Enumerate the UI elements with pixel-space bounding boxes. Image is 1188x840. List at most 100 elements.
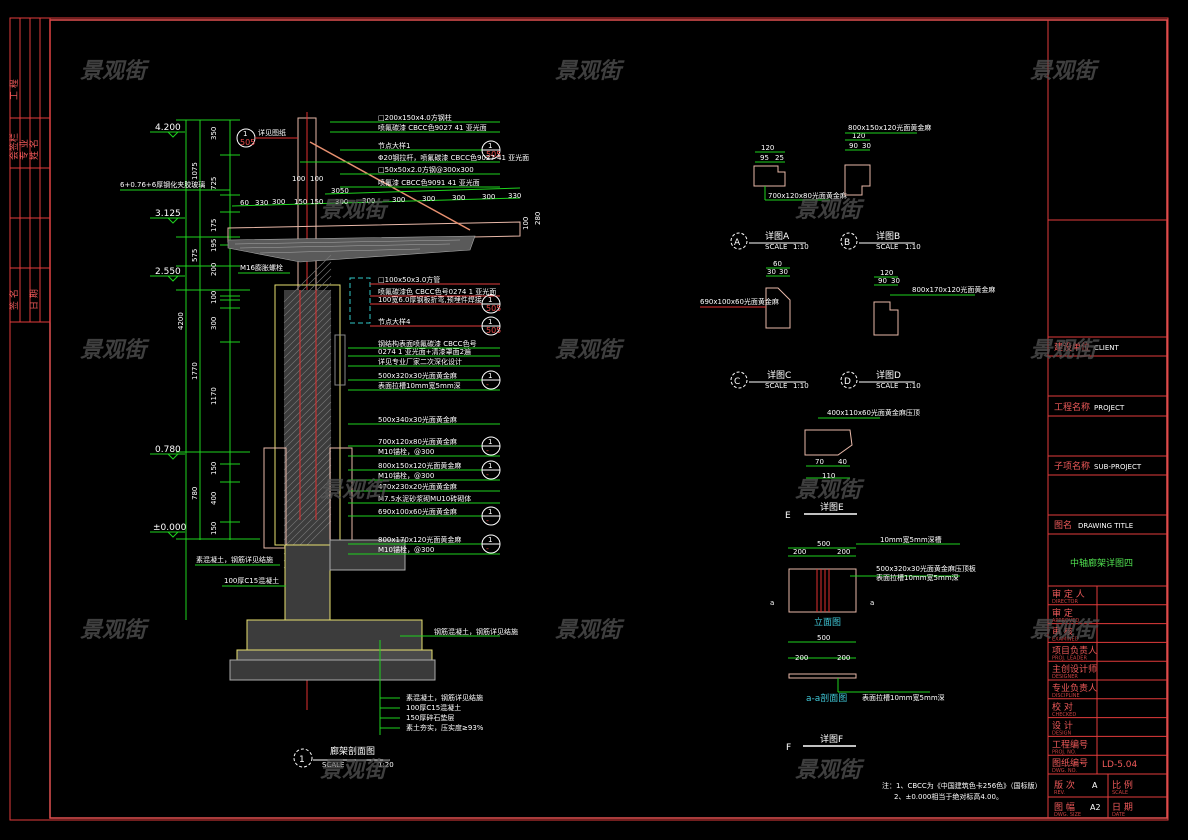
callout-top: 1 — [488, 462, 492, 470]
dim-text: 200 — [210, 263, 218, 276]
note-1: 注：1、CBCC为《中国建筑色卡256色》（国标版） — [882, 781, 1042, 790]
dim-text: 100 — [292, 175, 305, 183]
leader-label: 500x320x30光面黄金麻 — [378, 371, 457, 380]
title-block-row-label: 主创设计师 — [1052, 663, 1097, 675]
scale-label: SCALE — [322, 761, 344, 769]
base-label: 100厚C15混凝土 — [224, 576, 279, 585]
detail-title: 详图E — [820, 501, 844, 513]
title-block-row-en: EXAMINED — [1052, 637, 1079, 643]
dim-text: 330 — [255, 199, 268, 207]
title-block-row-en: PROJ. LEADER — [1052, 655, 1087, 661]
leader-label: 节点大样4 — [378, 317, 411, 326]
scale-value: 1:10 — [905, 382, 921, 390]
title-block-row-en: DISCIPLINE — [1052, 693, 1080, 699]
dim-text: 300 — [392, 196, 405, 204]
dim-text: 300 — [362, 197, 375, 205]
dim-text: 120 — [761, 144, 774, 152]
watermark: 景观街 — [80, 59, 150, 84]
detail-note: 表面拉槽10mm宽5mm深 — [876, 573, 959, 582]
callout-top: 1 — [488, 508, 492, 516]
title-block-row-label: 图纸编号 — [1052, 757, 1088, 769]
dim-text: 4200 — [177, 312, 185, 330]
dim-text: 100 — [310, 175, 323, 183]
size-en: DWG. SIZE — [1054, 812, 1081, 818]
scale-label: SCALE — [876, 243, 898, 251]
title-block-row-value: LD-5.04 — [1102, 760, 1138, 770]
elevation-label: 3.125 — [155, 209, 181, 219]
callout-bottom: - — [486, 380, 489, 389]
title-block-row-en: DIRECTOR — [1052, 599, 1078, 605]
dim-text: 200 — [795, 654, 808, 662]
scale-label: SCALE — [876, 382, 898, 390]
dim-text: 300 — [452, 194, 465, 202]
inner-frame — [49, 19, 1168, 819]
callout-top: 1 — [488, 536, 492, 544]
leader-label: M10锚栓，@300 — [378, 545, 434, 554]
title-block-row-label: 专业负责人 — [1052, 682, 1097, 694]
bolt-label: M16膨胀螺栓 — [240, 263, 283, 272]
detail-title: 详图F — [820, 733, 843, 745]
base-label: 素混凝土，钢筋详见结施 — [406, 693, 483, 702]
scale-label: SCALE — [765, 382, 787, 390]
callout-bottom: 505 — [486, 304, 501, 313]
detail-note: 400x110x60光面黄金麻压顶 — [827, 408, 920, 417]
leader-label: □50x50x2.0方钢@300x300 — [378, 165, 474, 174]
dim-text: 300 — [335, 198, 348, 206]
watermark: 景观街 — [80, 338, 150, 363]
leader-label: 470x230x20光面黄金麻 — [378, 482, 457, 491]
base-label: 100厚C15混凝土 — [406, 703, 461, 712]
dim-text: 150 — [210, 462, 218, 475]
dim-text: 90 — [849, 142, 858, 150]
watermark: 景观街 — [795, 758, 865, 783]
leader-label: M10锚栓，@300 — [378, 471, 434, 480]
leader-label: 700x120x80光面黄金麻 — [378, 437, 457, 446]
leader-label: 800x150x120光面黄金麻 — [378, 461, 461, 470]
dim-text: 350 — [210, 127, 218, 140]
detail-c: 60 30 30 690x100x60光面黄金麻 C 详图C SCALE 1:1… — [700, 260, 809, 390]
dim-text: 100 — [522, 217, 530, 230]
strip-label: 会签栏 — [8, 133, 20, 160]
dim-text: 400 — [210, 492, 218, 505]
title-block-row-label: 校 对 — [1052, 701, 1073, 713]
dim-text: 100 — [210, 291, 218, 304]
callout-bottom: - — [486, 446, 489, 455]
dim-text: 110 — [822, 472, 835, 480]
section-title: 廊架剖面图 — [330, 745, 375, 757]
leader-label: 喷氟碳漆 CBCC色9027 41 亚光面 — [378, 123, 487, 132]
title-block-row-label: 审 定 人 — [1052, 588, 1085, 600]
main-section-title: 1 廊架剖面图 SCALE 1:20 — [293, 745, 394, 769]
note-2: 2、±0.000相当于绝对标高4.00。 — [894, 792, 1003, 801]
base-label: 素混凝土，钢筋详见结施 — [196, 555, 273, 564]
strip-label: 签 名 — [8, 289, 20, 310]
leader-label: 500x340x30光面黄金麻 — [378, 415, 457, 424]
elevation-label: 4.200 — [155, 123, 181, 133]
outer-frame — [9, 17, 1169, 821]
elevation-markers — [150, 131, 185, 538]
leader-label: 100宽6.0厚钢板折弯,预埋件焊接 — [378, 295, 482, 304]
title-block-row-label: 工程编号 — [1052, 738, 1088, 750]
dim-text: 575 — [191, 249, 199, 262]
scale-label: SCALE — [765, 243, 787, 251]
title-block-row-label: 项目负责人 — [1052, 644, 1097, 656]
scale-value: 1:10 — [793, 243, 809, 251]
dim-text: 70 — [815, 458, 824, 466]
detail-title: 详图B — [876, 230, 900, 242]
elevation-label: 0.780 — [155, 445, 181, 455]
strip-label: 工 程 — [9, 79, 20, 100]
client-label: 建设单位 — [1054, 341, 1090, 353]
detail-e: 400x110x60光面黄金麻压顶 70 40 110 E 详图E — [785, 408, 920, 521]
elevation-label: ±0.000 — [153, 523, 187, 533]
title-block: 建设单位 CLIENT 工程名称 PROJECT 子项名称 SUB-PROJEC… — [1048, 219, 1167, 818]
scale-label: 比 例 — [1112, 779, 1133, 791]
section-number: 1 — [299, 755, 305, 765]
dim-text: 280 — [534, 212, 542, 225]
dim-text: 40 — [838, 458, 847, 466]
dim-text: 30 — [767, 268, 776, 276]
dim-text: 200 — [837, 654, 850, 662]
section-title: a-a剖面图 — [806, 692, 847, 704]
detail-note: 500x320x30光面黄金麻压顶板 — [876, 564, 976, 573]
dim-text: 200 — [837, 548, 850, 556]
detail-letter: D — [844, 377, 851, 387]
watermark: 景观街 — [1030, 59, 1100, 84]
dim-text: 300 — [210, 317, 218, 330]
